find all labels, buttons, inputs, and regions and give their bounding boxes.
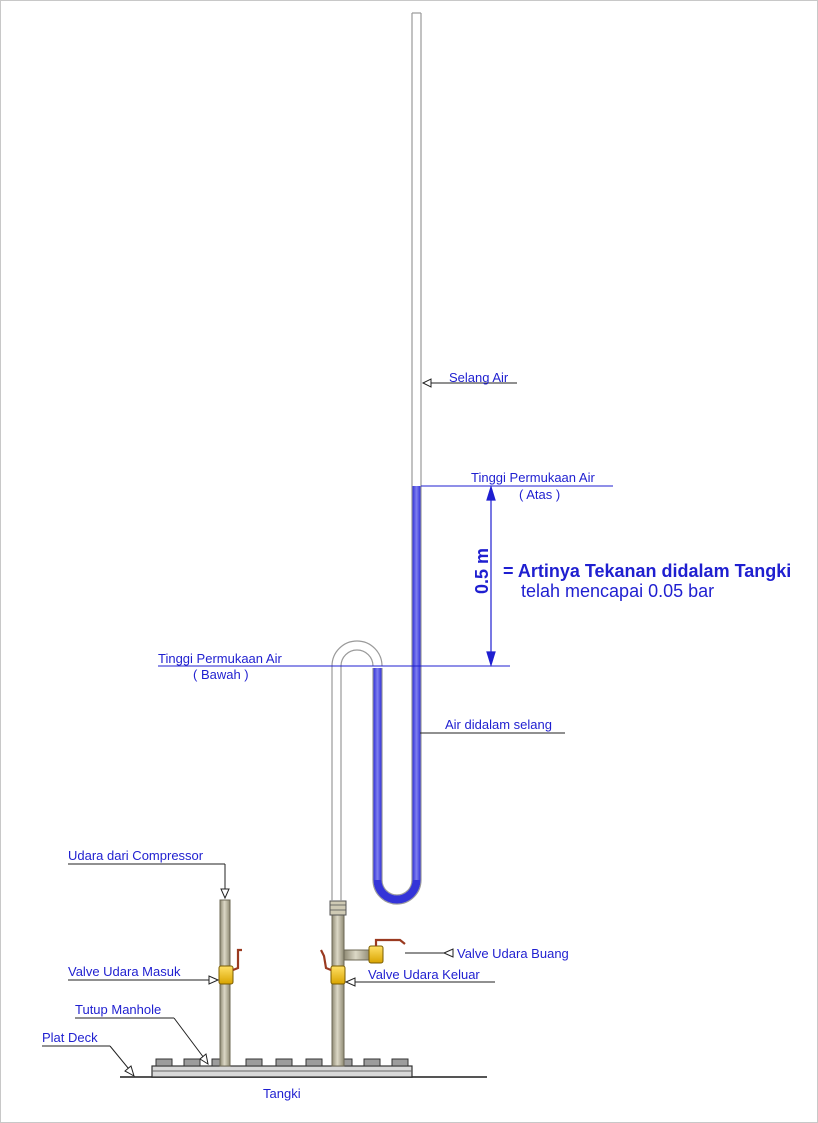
label-udara-compressor: Udara dari Compressor — [68, 848, 204, 863]
label-meaning-line1: = Artinya Tekanan didalam Tangki — [503, 561, 791, 581]
height-dimension-arrow — [486, 484, 496, 668]
label-height-dimension: 0.5 m — [472, 548, 492, 594]
label-selang-air: Selang Air — [449, 370, 509, 385]
hose-connector — [329, 900, 347, 916]
water-column — [373, 486, 421, 904]
hose-outline — [331, 12, 422, 905]
label-plat-deck: Plat Deck — [42, 1030, 98, 1045]
label-tangki: Tangki — [263, 1086, 301, 1101]
vent-branch-pipe — [343, 949, 371, 961]
outlet-pipe — [331, 911, 345, 1067]
label-valve-buang: Valve Udara Buang — [457, 946, 569, 961]
label-bawah: ( Bawah ) — [193, 667, 249, 682]
label-tutup-manhole: Tutup Manhole — [75, 1002, 161, 1017]
outlet-valve-icon — [320, 949, 346, 985]
manhole-bolts — [155, 1058, 409, 1067]
label-atas: ( Atas ) — [519, 487, 560, 502]
label-valve-masuk: Valve Udara Masuk — [68, 964, 181, 979]
inlet-valve-icon — [218, 948, 242, 985]
label-air-didalam: Air didalam selang — [445, 717, 552, 732]
label-tinggi-bawah: Tinggi Permukaan Air — [158, 651, 282, 666]
vent-valve-icon — [368, 938, 406, 964]
leader-lines — [42, 378, 565, 1078]
label-valve-keluar: Valve Udara Keluar — [368, 967, 480, 982]
label-tinggi-atas: Tinggi Permukaan Air — [471, 470, 595, 485]
label-meaning-line2: telah mencapai 0.05 bar — [521, 581, 714, 601]
